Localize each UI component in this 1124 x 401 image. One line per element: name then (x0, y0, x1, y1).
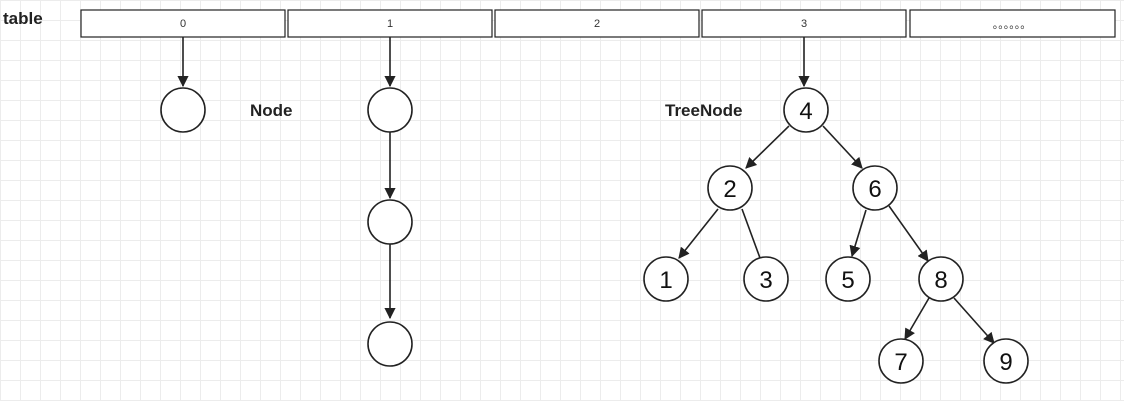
tree-edge-4-6 (822, 125, 863, 169)
table-array: 0 1 2 3 。。。。。。 (80, 9, 1116, 38)
tree-node-8 (918, 256, 964, 302)
list-node-1 (367, 87, 413, 133)
table-cell-1-label: 1 (387, 18, 393, 30)
tree-node-2 (707, 165, 753, 211)
bucket-0-node (160, 87, 206, 133)
tree-node-6-label: 6 (868, 176, 881, 203)
linked-list (367, 87, 413, 367)
list-node-2 (367, 199, 413, 245)
tree-node-9-label: 9 (999, 349, 1012, 376)
table-cell-1 (287, 9, 493, 38)
tree-edge-2-1 (678, 208, 719, 259)
tree-node-4 (783, 87, 829, 133)
tree-node-7 (878, 338, 924, 384)
tree-node-3-label: 3 (759, 267, 772, 294)
treenode-label: TreeNode (665, 101, 742, 120)
tree-node-1 (643, 256, 689, 302)
tree-node-4-label: 4 (799, 98, 812, 125)
table-cell-2 (494, 9, 700, 38)
tree-node-1-label: 1 (659, 267, 672, 294)
tree-edge-6-5 (849, 209, 867, 258)
table-cell-0-label: 0 (180, 18, 186, 30)
table-cell-3 (701, 9, 907, 38)
tree-node-2-label: 2 (723, 176, 736, 203)
tree-node-6 (852, 165, 898, 211)
tree-edge-4-2 (745, 125, 790, 169)
table-cell-2-label: 2 (594, 18, 600, 30)
list-node-3 (367, 321, 413, 367)
table-cell-ellipsis (909, 9, 1116, 38)
tree-edge-8-9 (953, 297, 995, 344)
tree-node-5-label: 5 (841, 267, 854, 294)
tree-node-8-label: 8 (934, 267, 947, 294)
table-cell-ellipsis-label: 。。。。。。 (993, 19, 1032, 31)
tree-node-9 (983, 338, 1029, 384)
tree-node-3 (743, 256, 789, 302)
tree-node-5 (825, 256, 871, 302)
tree: 4 2 6 1 3 5 8 7 9 (643, 87, 1029, 384)
table-label: table (3, 9, 43, 28)
tree-edge-6-8 (888, 205, 929, 262)
tree-edge-8-7 (904, 297, 930, 340)
tree-node-7-label: 7 (894, 349, 907, 376)
table-cell-3-label: 3 (801, 18, 807, 30)
tree-edge-2-3 (741, 208, 761, 259)
node-label: Node (250, 101, 293, 120)
table-cell-0 (80, 9, 286, 38)
